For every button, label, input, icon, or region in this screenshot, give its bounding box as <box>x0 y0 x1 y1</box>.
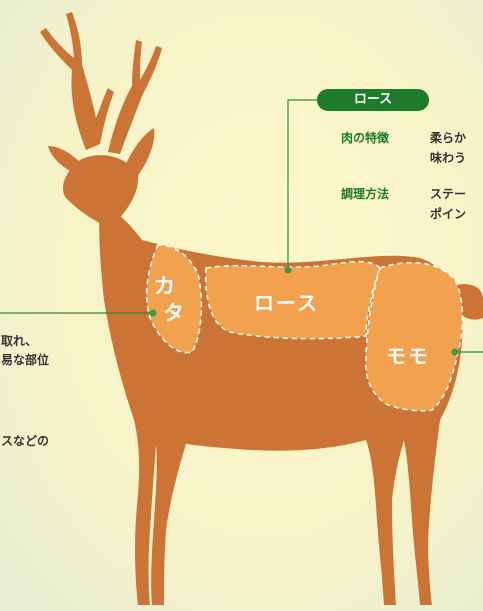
antler-right <box>108 40 162 154</box>
cut-kata <box>145 244 203 354</box>
antler-left <box>40 12 114 150</box>
kata-text-3: スなどの <box>1 434 50 448</box>
feature-text-2: 味わう <box>430 151 467 165</box>
cut-rose <box>204 260 381 340</box>
head <box>63 155 139 228</box>
dot-momo <box>451 348 459 356</box>
dot-kata <box>149 309 157 317</box>
dot-rose <box>284 266 292 274</box>
cooking-text-1: ステー <box>430 187 467 201</box>
cut-label-kata-bottom: タ <box>163 301 186 325</box>
kata-text-1: 取れ、 <box>1 334 38 348</box>
cooking-text-2: ポイン <box>430 207 467 221</box>
feature-label: 肉の特徴 <box>341 131 390 145</box>
cut-regions <box>145 244 464 412</box>
kata-text-2: 易な部位 <box>1 353 50 367</box>
cut-label-rose: ロース <box>254 291 319 315</box>
cut-momo <box>364 261 464 412</box>
cooking-label: 調理方法 <box>341 187 390 201</box>
feature-text-1: 柔らか <box>430 131 467 145</box>
cut-label-momo: モモ <box>386 344 430 368</box>
leader-rose <box>287 99 320 270</box>
rose-tag: ロース <box>317 89 429 111</box>
cut-label-kata-top: カ <box>154 274 177 298</box>
ear-right <box>124 128 155 178</box>
leader-lines <box>0 99 483 353</box>
